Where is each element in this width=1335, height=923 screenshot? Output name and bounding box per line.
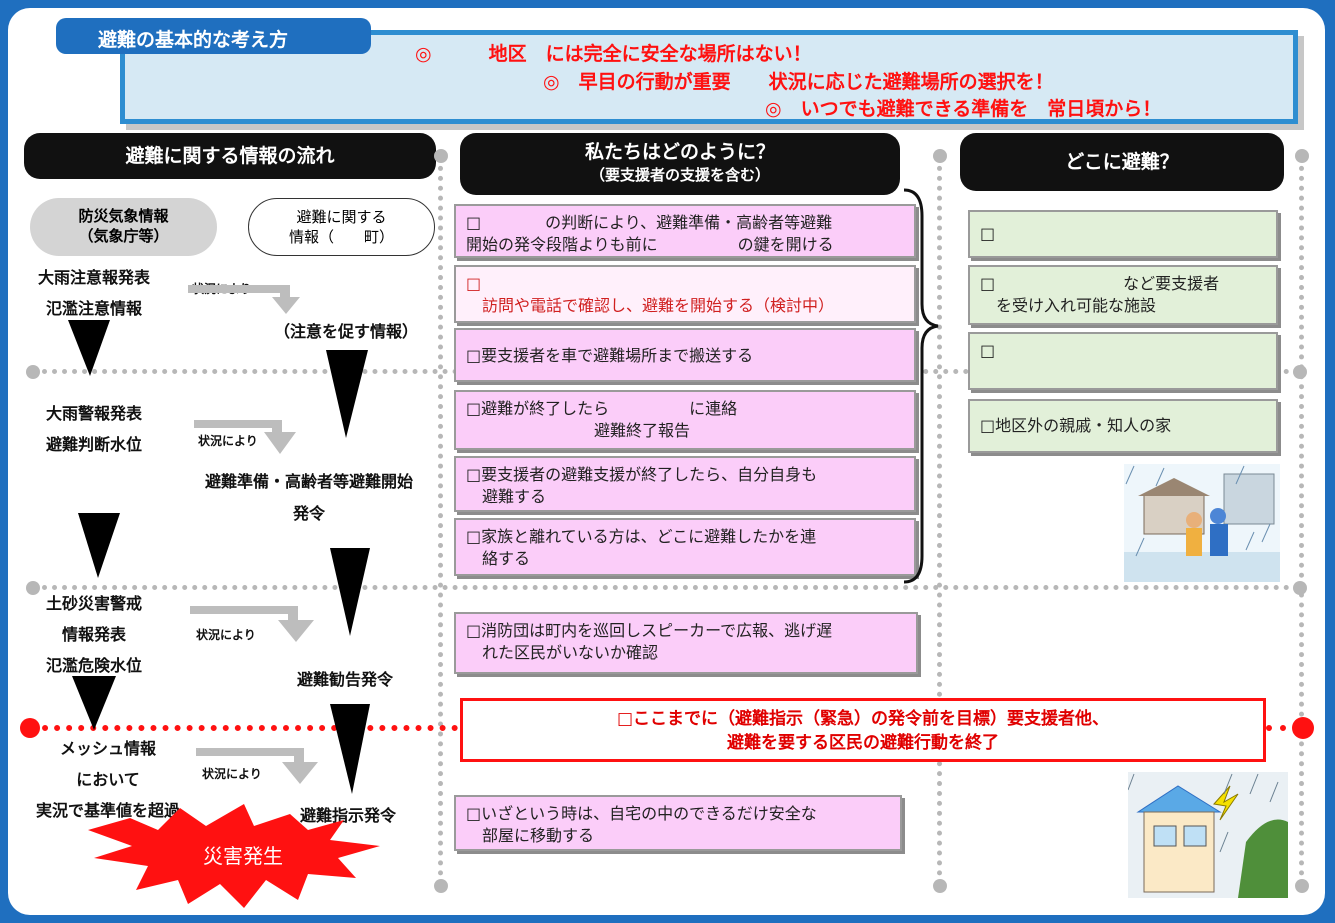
situation-label-2: 状況により — [198, 434, 258, 448]
separator-dot — [434, 149, 448, 163]
action-item-8: □いざという時は、自宅の中のできるだけ安全な 部屋に移動する — [454, 795, 902, 851]
town-info-source: 避難に関する 情報（ 町） — [248, 198, 435, 256]
separator-dot — [26, 581, 40, 595]
separator-dot — [933, 149, 947, 163]
separator-right — [1299, 156, 1304, 886]
down-arrow-icon — [72, 676, 116, 730]
action-item-7: □消防団は町内を巡回しスピーカーで広報、逃げ遅 れた区民がいないか確認 — [454, 612, 918, 674]
how-column-title: 私たちはどのように？ — [584, 141, 775, 163]
deadline-dot-right — [1292, 717, 1314, 739]
principles-title: 避難の基本的な考え方 — [56, 18, 371, 54]
principle-line-3: ◎ いつでも避難できる準備を 常日頃から！ — [765, 98, 1162, 120]
separator-dot — [1295, 879, 1309, 893]
action-item-5: □要支援者の避難支援が終了したら、自分自身も 避難する — [454, 456, 916, 512]
separator-dot — [26, 365, 40, 379]
action-item-4: □避難が終了したら に連絡 避難終了報告 — [454, 390, 916, 450]
where-column-title: どこに避難？ — [960, 133, 1284, 191]
principle-line-1: ◎ 地区 には完全に安全な場所はない！ — [415, 43, 812, 65]
situation-arrow-icon — [196, 748, 318, 784]
weather-info-source: 防災気象情報 （気象庁等） — [30, 198, 217, 256]
deadline-line-right — [1266, 725, 1300, 731]
down-arrow-icon — [78, 513, 120, 578]
stage-4-label: メッシュ情報 において 実況で基準値を超過 — [35, 739, 180, 820]
stage-3-label: 土砂災害警戒 情報発表 氾濫危険水位 — [45, 594, 142, 675]
down-arrow-icon — [330, 548, 370, 636]
separator-dot — [1295, 149, 1309, 163]
order-4-label: 避難指示発令 — [299, 806, 396, 825]
action-item-6: □家族と離れている方は、どこに避難したかを連 絡する — [454, 518, 916, 576]
situation-label-4: 状況により — [202, 767, 262, 781]
order-3-label: 避難勧告発令 — [296, 670, 393, 689]
order-2-label: 避難準備・高齢者等避難開始 発令 — [204, 472, 413, 523]
down-arrow-icon — [330, 704, 370, 794]
action-item-3: □要支援者を車で避難場所まで搬送する — [454, 328, 916, 382]
separator-dot — [1293, 581, 1307, 595]
disaster-burst-icon — [88, 804, 380, 908]
stage-separator-2 — [32, 585, 1300, 590]
principle-line-2: ◎ 早目の行動が重要 状況に応じた避難場所の選択を！ — [543, 71, 1054, 93]
disaster-label: 災害発生 — [203, 844, 283, 868]
down-arrow-icon — [68, 320, 110, 376]
place-item-4: □地区外の親戚・知人の家 — [968, 399, 1278, 453]
place-item-3: □ — [968, 332, 1278, 390]
down-arrow-icon — [326, 350, 368, 438]
storm-house-illustration — [1128, 772, 1288, 898]
situation-arrow-icon — [190, 606, 314, 642]
deadline-line-left — [30, 725, 458, 731]
place-item-2: □ など要支援者 を受け入れ可能な施設 — [968, 265, 1278, 325]
separator-dot — [434, 879, 448, 893]
deadline-notice: □ここまでに（避難指示（緊急）の発令前を目標）要支援者他、 避難を要する区民の避… — [460, 698, 1266, 762]
stage-1-label: 大雨注意報発表 氾濫注意情報 — [37, 268, 150, 318]
action-item-1: □ の判断により、避難準備・高齢者等避難 開始の発令段階よりも前に の鍵を開ける — [454, 204, 916, 258]
group-brace — [903, 188, 939, 584]
how-column-header: 私たちはどのように？ （要支援者の支援を含む） — [460, 133, 900, 195]
place-item-1: □ — [968, 210, 1278, 258]
separator-dot — [933, 879, 947, 893]
rain-evacuation-illustration — [1124, 464, 1280, 582]
separator-left — [438, 156, 443, 886]
situation-arrow-icon — [188, 285, 300, 314]
flow-column-title: 避難に関する情報の流れ — [24, 133, 436, 179]
situation-arrow-icon — [194, 420, 296, 454]
page: ◎ 地区 には完全に安全な場所はない！ ◎ 早目の行動が重要 状況に応じた避難場… — [8, 8, 1325, 915]
action-item-2: □ 訪問や電話で確認し、避難を開始する（検討中） — [454, 265, 916, 323]
separator-dot — [1293, 365, 1307, 379]
deadline-dot-left — [20, 718, 40, 738]
principles-panel: ◎ 地区 には完全に安全な場所はない！ ◎ 早目の行動が重要 状況に応じた避難場… — [120, 30, 1298, 124]
flow-arrows — [68, 285, 380, 908]
stage-2-label: 大雨警報発表 避難判断水位 — [45, 404, 142, 454]
separator-middle — [937, 156, 942, 886]
situation-label-3: 状況により — [196, 628, 256, 642]
how-column-subtitle: （要支援者の支援を含む） — [589, 166, 770, 184]
order-1-label: （注意を促す情報） — [273, 322, 418, 341]
